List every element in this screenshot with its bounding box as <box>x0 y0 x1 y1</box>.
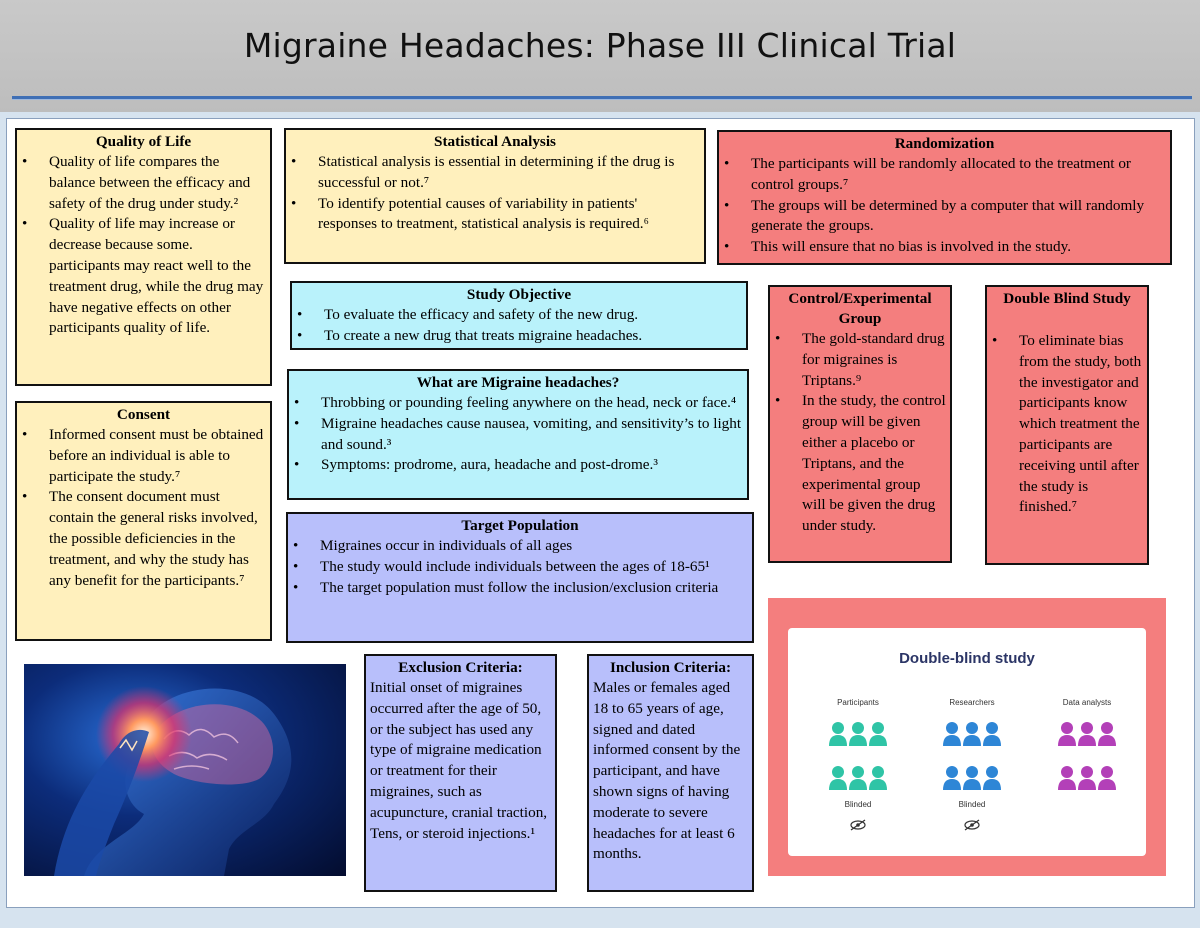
group-label-researchers: Researchers <box>949 698 995 707</box>
randomization-box: Randomization The participants will be r… <box>717 130 1172 265</box>
study-objective-box: Study Objective To evaluate the efficacy… <box>290 281 748 350</box>
header: Migraine Headaches: Phase III Clinical T… <box>0 0 1200 112</box>
quality-of-life-box: Quality of Life Quality of life compares… <box>15 128 272 386</box>
list-item: To eliminate bias from the study, both t… <box>991 331 1143 518</box>
people-icons <box>829 722 1116 831</box>
blinded-eye-icon <box>964 819 980 831</box>
inclusion-criteria-heading: Inclusion Criteria: <box>609 659 732 676</box>
inclusion-criteria-box: Inclusion Criteria: Males or females age… <box>587 654 754 892</box>
list-item: This will ensure that no bias is involve… <box>723 237 1166 258</box>
list-item: The consent document must contain the ge… <box>21 487 266 591</box>
list-item: To identify potential causes of variabil… <box>290 194 700 236</box>
double-blind-box: Double Blind Study To eliminate bias fro… <box>985 285 1149 565</box>
statistical-analysis-box: Statistical Analysis Statistical analysi… <box>284 128 706 264</box>
inclusion-criteria-text: Males or females aged 18 to 65 years of … <box>593 679 741 863</box>
list-item: Migraines occur in individuals of all ag… <box>292 536 748 557</box>
person-icon <box>1058 766 1076 790</box>
control-group-box: Control/Experimental Group The gold-stan… <box>768 285 952 563</box>
person-icon <box>963 722 981 746</box>
person-icon <box>849 722 867 746</box>
list-item: Informed consent must be obtained before… <box>21 425 266 487</box>
list-item: To create a new drug that treats migrain… <box>296 326 742 347</box>
person-icon <box>943 766 961 790</box>
list-item: Statistical analysis is essential in det… <box>290 152 700 194</box>
list-item: Quality of life compares the balance bet… <box>21 152 266 214</box>
migraine-definition-heading: What are Migraine headaches? <box>416 374 620 391</box>
control-group-heading: Control/Experimental Group <box>788 290 932 327</box>
person-icon <box>983 722 1001 746</box>
figure-title: Double-blind study <box>899 650 1035 667</box>
migraine-definition-box: What are Migraine headaches? Throbbing o… <box>287 369 749 500</box>
person-icon <box>1098 766 1116 790</box>
exclusion-criteria-box: Exclusion Criteria: Initial onset of mig… <box>364 654 557 892</box>
list-item: The gold-standard drug for migraines is … <box>774 329 946 391</box>
migraine-head-illustration <box>54 686 292 876</box>
migraine-head-image <box>24 664 346 876</box>
person-icon <box>943 722 961 746</box>
exclusion-criteria-heading: Exclusion Criteria: <box>398 659 523 676</box>
person-icon <box>869 722 887 746</box>
group-label-data-analysts: Data analysts <box>1062 698 1112 707</box>
blinded-label-participants: Blinded <box>844 800 872 809</box>
statistical-analysis-heading: Statistical Analysis <box>434 133 556 150</box>
target-population-heading: Target Population <box>461 517 579 534</box>
person-icon <box>963 766 981 790</box>
list-item: Symptoms: prodrome, aura, headache and p… <box>293 455 743 476</box>
double-blind-heading: Double Blind Study <box>1003 290 1131 307</box>
header-rule <box>12 96 1192 99</box>
person-icon <box>869 766 887 790</box>
list-item: Migraine headaches cause nausea, vomitin… <box>293 414 743 456</box>
list-item: The groups will be determined by a compu… <box>723 196 1166 238</box>
consent-heading: Consent <box>116 406 171 423</box>
list-item: In the study, the control group will be … <box>774 391 946 537</box>
list-item: Throbbing or pounding feeling anywhere o… <box>293 393 743 414</box>
person-icon <box>829 722 847 746</box>
person-icon <box>849 766 867 790</box>
blinded-eye-icon <box>850 819 866 831</box>
page-title: Migraine Headaches: Phase III Clinical T… <box>243 26 957 65</box>
list-item: Quality of life may increase or decrease… <box>21 214 266 339</box>
study-objective-heading: Study Objective <box>466 286 572 303</box>
list-item: The target population must follow the in… <box>292 578 748 599</box>
person-icon <box>983 766 1001 790</box>
quality-of-life-heading: Quality of Life <box>95 133 192 150</box>
randomization-heading: Randomization <box>894 135 995 152</box>
double-blind-figure: Double-blind study Participants Research… <box>788 628 1146 856</box>
list-item: The participants will be randomly alloca… <box>723 154 1166 196</box>
person-icon <box>1058 722 1076 746</box>
exclusion-criteria-text: Initial onset of migraines occurred afte… <box>370 679 548 842</box>
double-blind-figure-frame: Double-blind study Participants Research… <box>768 598 1166 876</box>
person-icon <box>1078 722 1096 746</box>
person-icon <box>1098 722 1116 746</box>
list-item: The study would include individuals betw… <box>292 557 748 578</box>
blinded-label-researchers: Blinded <box>958 800 986 809</box>
consent-box: Consent Informed consent must be obtaine… <box>15 401 272 641</box>
group-label-participants: Participants <box>837 698 879 707</box>
person-icon <box>829 766 847 790</box>
target-population-box: Target Population Migraines occur in ind… <box>286 512 754 643</box>
person-icon <box>1078 766 1096 790</box>
list-item: To evaluate the efficacy and safety of t… <box>296 305 742 326</box>
